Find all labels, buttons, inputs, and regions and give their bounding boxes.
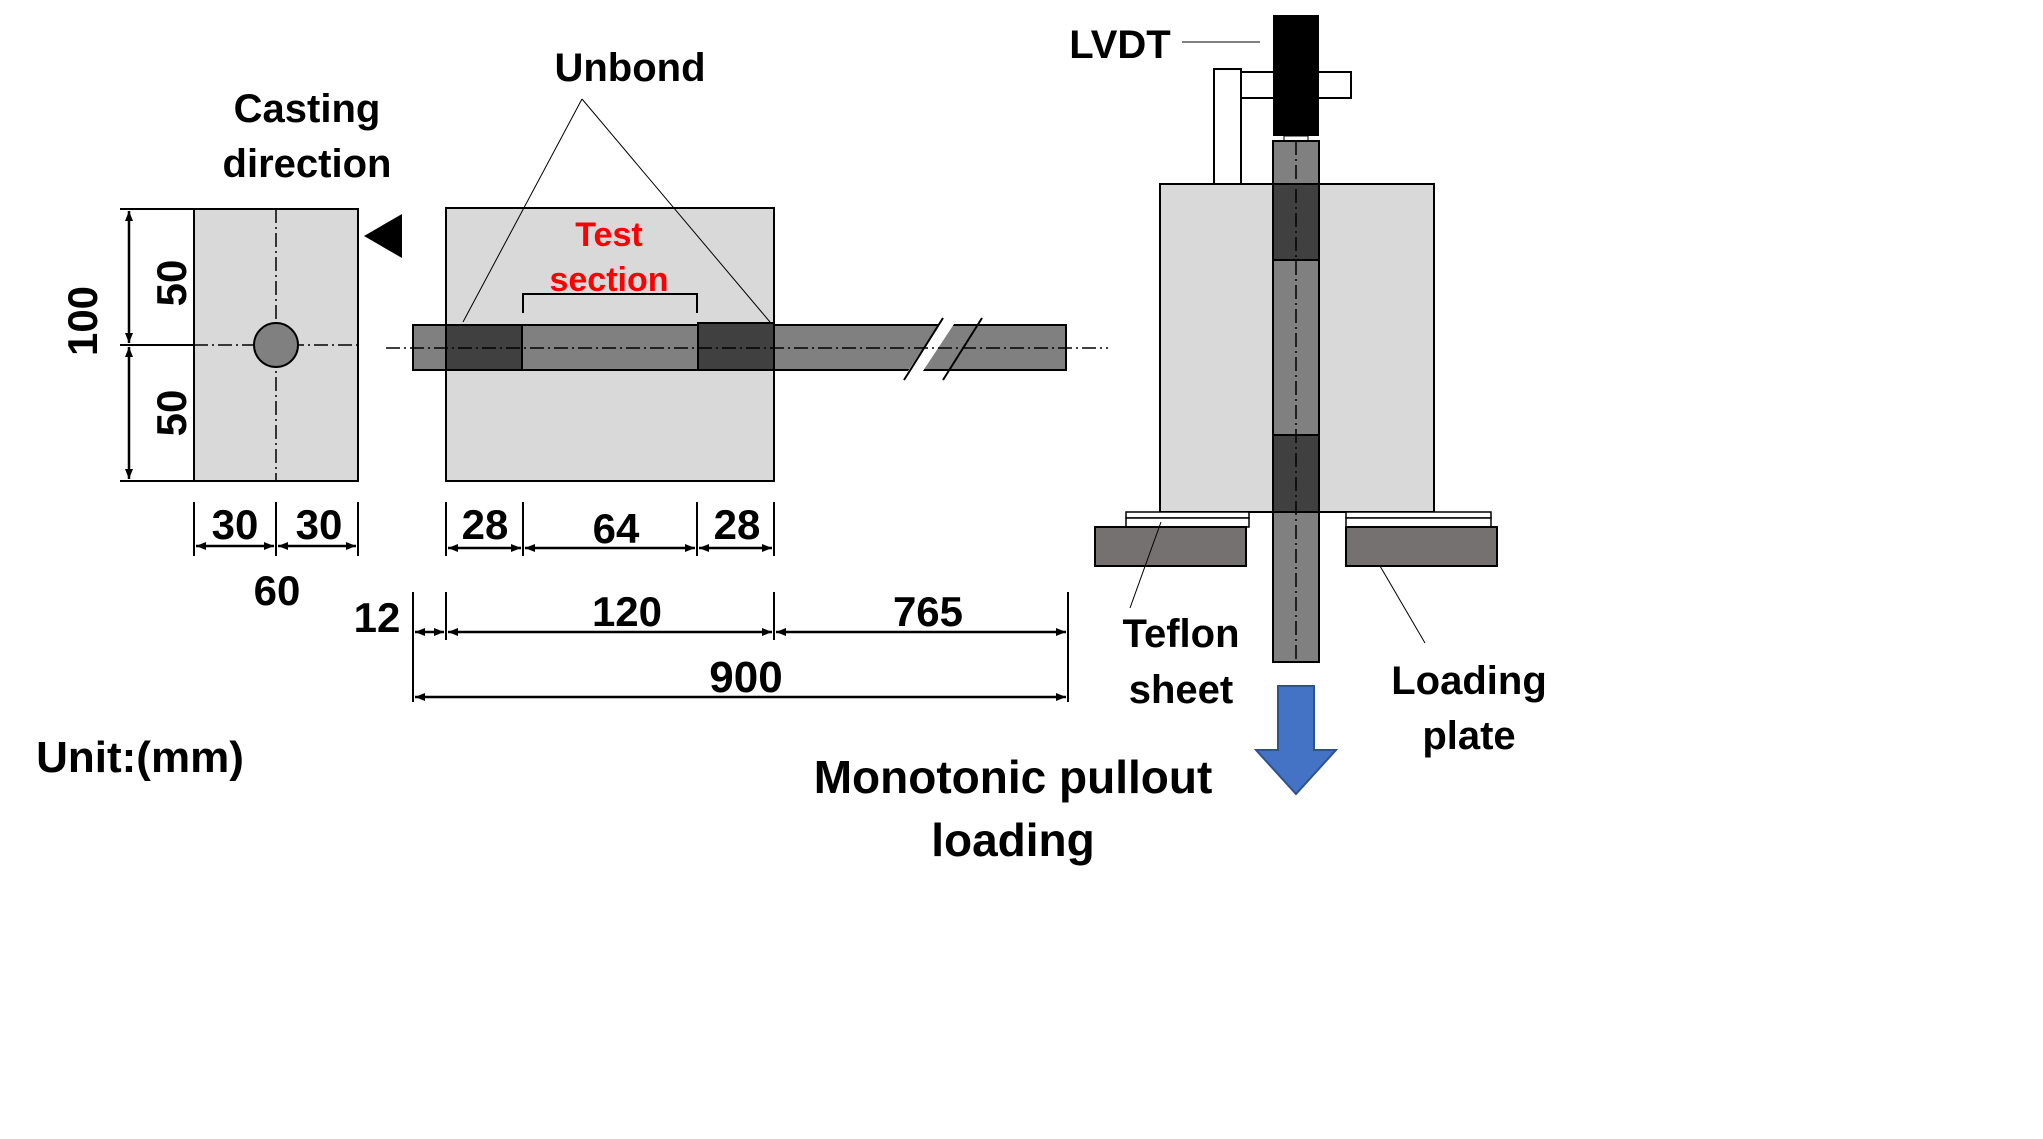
dimension-height-upper: 50 [148,260,195,307]
block-segment-dimensions [445,502,775,556]
loading-label-2: loading [931,814,1095,866]
test-section-label-1: Test [575,216,642,254]
dimension-height-total: 100 [59,286,106,356]
test-section-label-2: section [549,261,668,299]
teflon-label-2: sheet [1129,668,1234,712]
casting-direction-arrow-icon [364,214,402,258]
dimension-width-left: 30 [212,501,259,548]
dimension-bar-total: 900 [709,653,782,702]
teflon-leader [1129,521,1162,609]
rebar-break-gap [904,318,958,377]
dimension-bar-free: 765 [893,588,963,635]
loading-plate-label-2: plate [1422,714,1515,758]
dimension-width-right: 30 [296,501,343,548]
teflon-label-1: Teflon [1122,612,1239,656]
dimension-unbond-right: 28 [714,501,761,548]
teflon-sheet-left [1125,511,1250,519]
rebar-cross-section [253,322,299,368]
unbond-leader-right [581,98,771,323]
unbond-leader-left [462,98,583,323]
dimension-block-length: 120 [592,588,662,635]
casting-direction-label-1: Casting [234,87,381,131]
loading-plate-leader [1379,565,1426,644]
pullout-test-diagram: Casting direction 100 50 50 30 30 60 [36,15,1547,866]
dimension-height-lower: 50 [148,390,195,437]
lvdt-body [1273,15,1319,136]
longitudinal-view [386,98,1108,482]
loading-plate-right [1345,526,1498,567]
teflon-sheet-right-2 [1345,517,1492,528]
casting-direction-label-2: direction [223,142,392,186]
test-setup-view [1094,15,1498,796]
cross-section-width-dimensions [193,502,359,556]
loading-plate-label-1: Loading [1391,659,1547,703]
unit-label: Unit:(mm) [36,733,244,782]
setup-unbond-lower [1272,434,1320,513]
lvdt-support-post [1213,68,1242,185]
teflon-sheet-left-2 [1125,517,1250,528]
lvdt-label: LVDT [1069,23,1170,67]
dimension-unbond-left: 28 [462,501,509,548]
teflon-sheet-right [1345,511,1492,519]
loading-label-1: Monotonic pullout [814,751,1213,803]
pullout-arrow-icon [1253,685,1339,796]
bar-length-dimensions [412,592,1069,702]
dimension-width-total: 60 [254,567,301,614]
cross-section-height-dimensions [120,208,194,482]
test-section-bracket [522,293,698,313]
unbond-zone-right [697,322,775,371]
dimension-test-length: 64 [593,505,640,552]
unbond-label: Unbond [554,46,705,90]
dimension-offset: 12 [354,594,401,641]
cross-section-view [193,208,402,482]
loading-plate-left [1094,526,1247,567]
